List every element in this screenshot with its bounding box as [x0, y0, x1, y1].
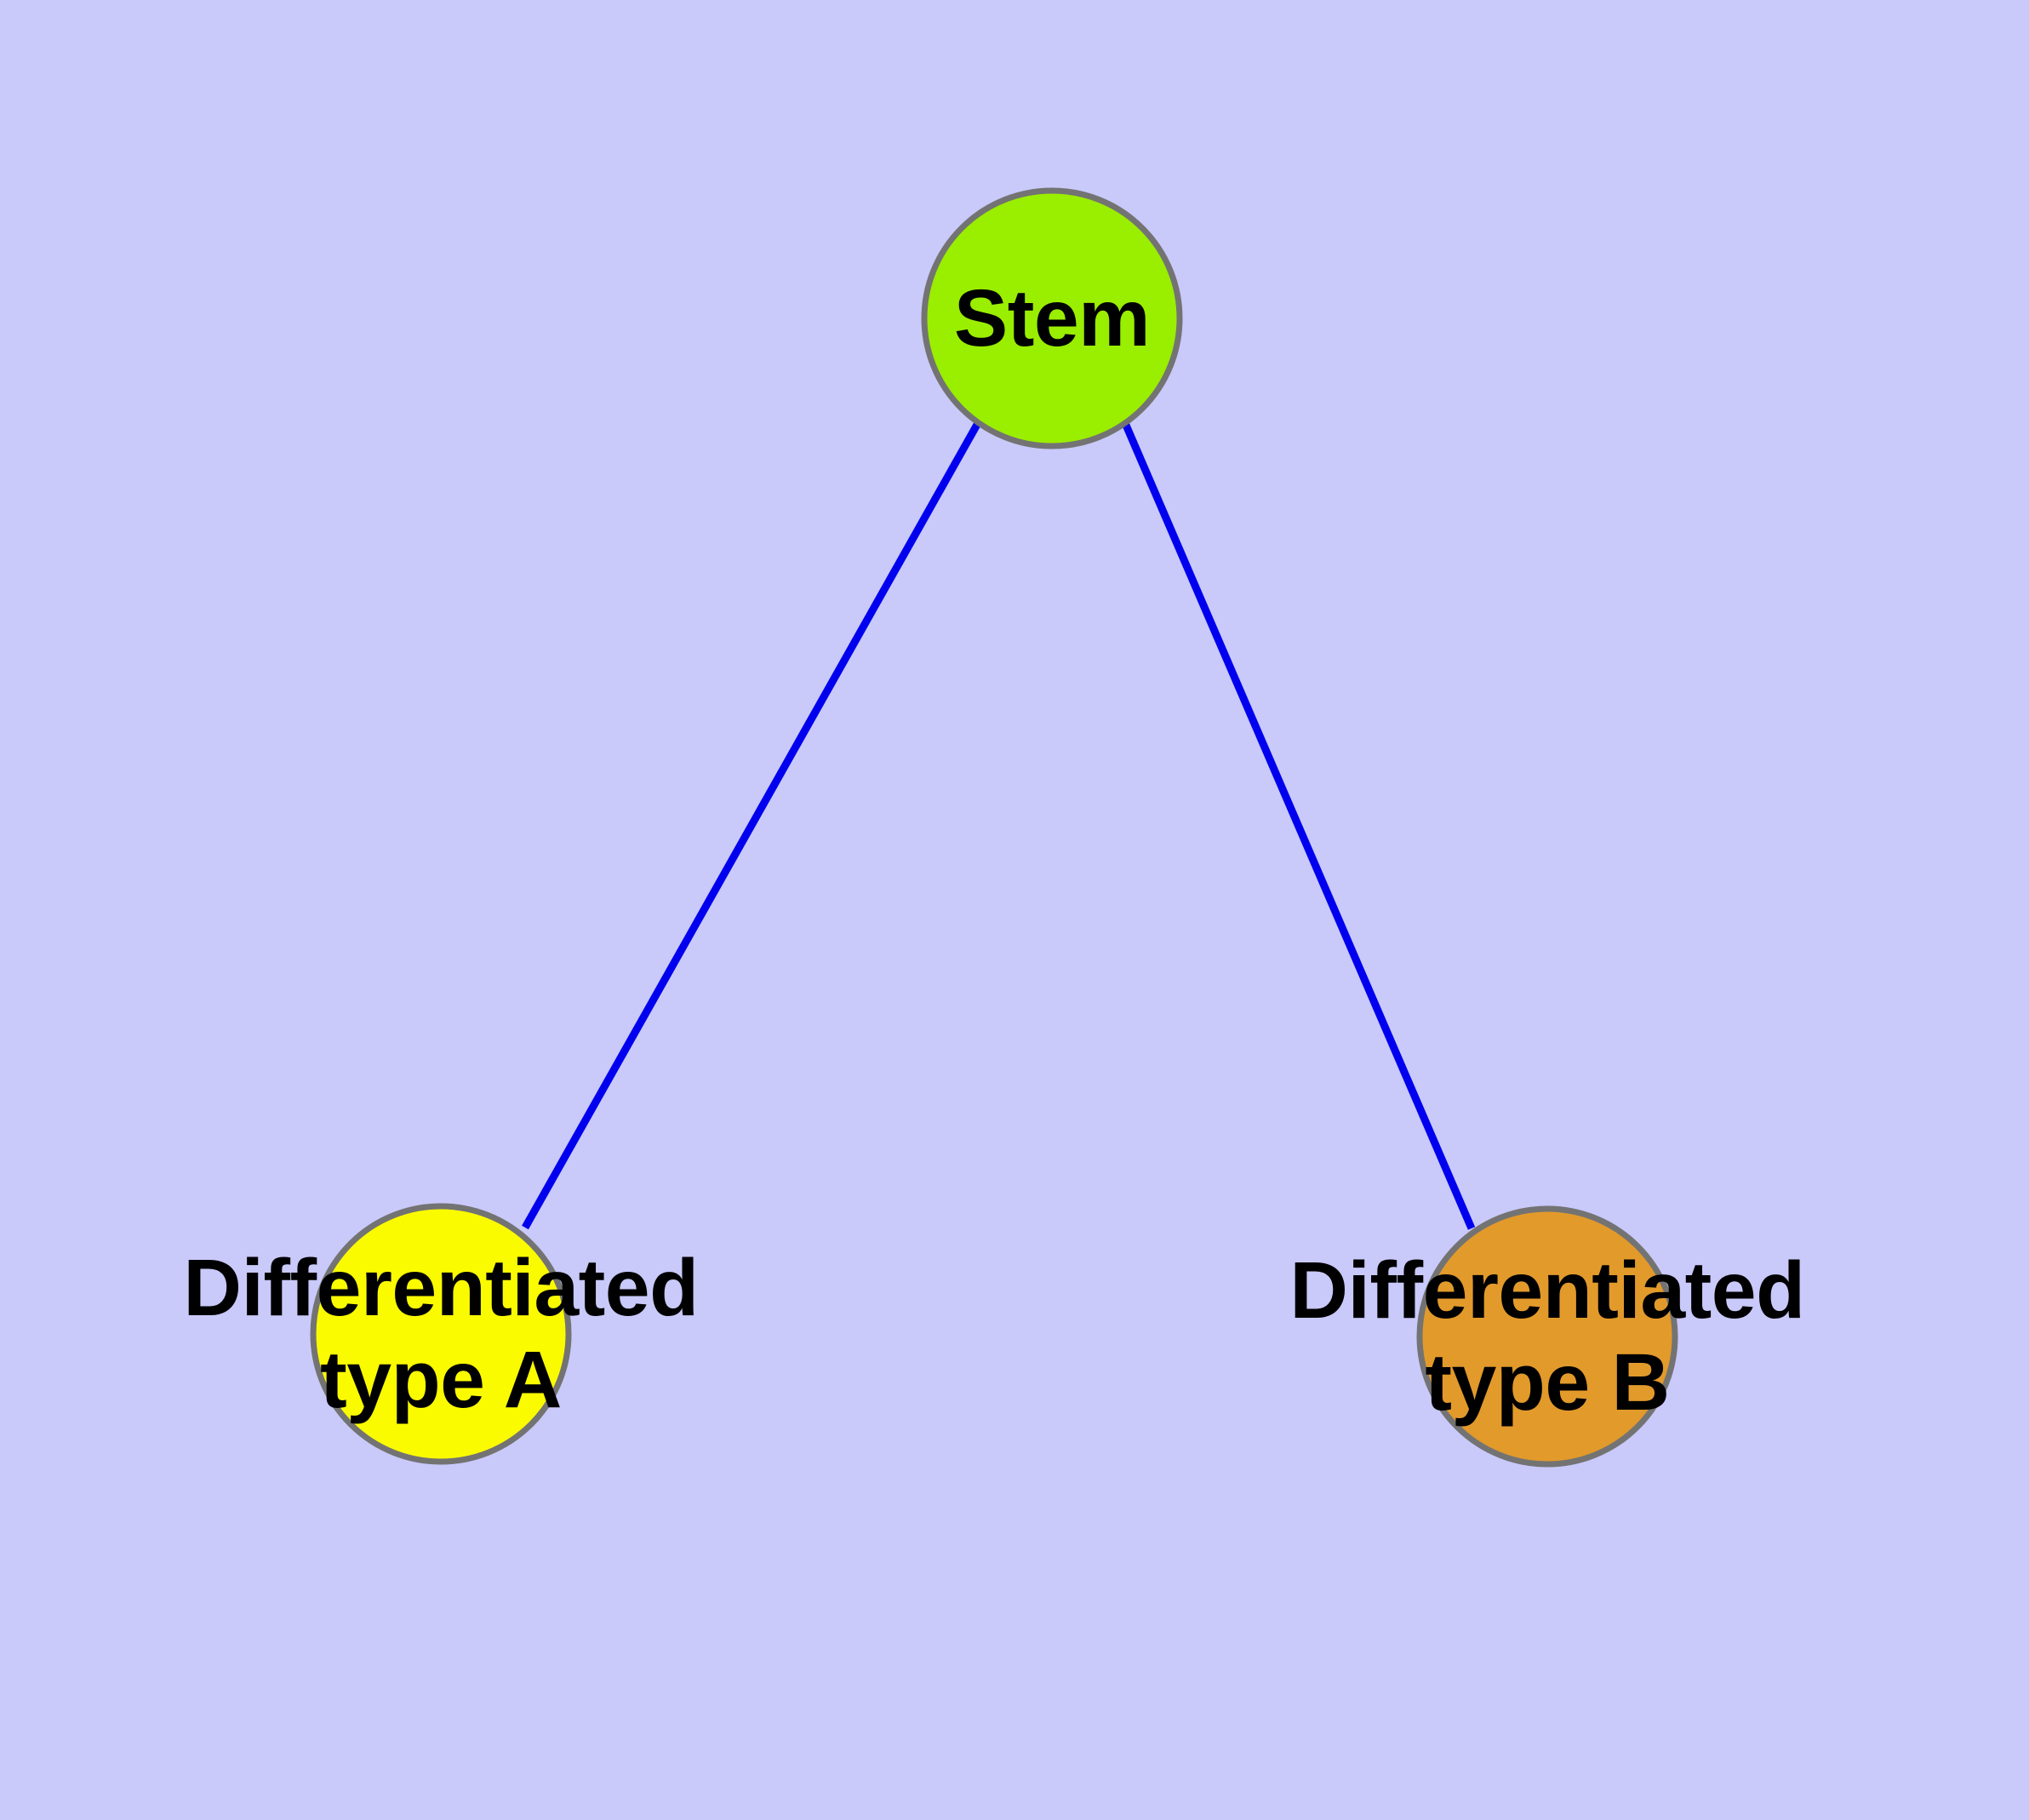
- edge-stem-to-diff-b: [1121, 421, 1476, 1230]
- edge-stem-to-diff-a: [522, 421, 981, 1230]
- node-diff-a-circle[interactable]: [310, 1203, 572, 1465]
- node-stem-circle[interactable]: [921, 187, 1183, 449]
- node-diff-b-circle[interactable]: [1416, 1205, 1678, 1468]
- edge-layer: [522, 421, 1476, 1230]
- node-layer: [310, 187, 1678, 1468]
